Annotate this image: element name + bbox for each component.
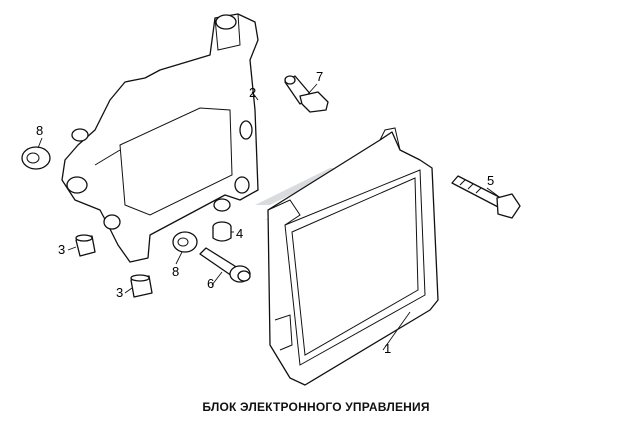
cap-part-4: [212, 198, 232, 242]
stud-part-7: [284, 75, 329, 113]
bracket-plate: [61, 13, 259, 263]
bolt-part-6: [199, 247, 251, 283]
callout-3-lower: 3: [116, 285, 124, 300]
grommet-part-8-center: [172, 231, 198, 253]
callout-8-center: 8: [172, 264, 180, 279]
callout-5: 5: [487, 173, 495, 188]
bolt-part-5: [451, 175, 521, 219]
callout-6: 6: [207, 276, 215, 291]
bushing-part-3-lower: [130, 274, 153, 298]
callout-3-upper: 3: [58, 242, 66, 257]
control-unit-housing: [267, 127, 439, 386]
grommet-part-8-left: [21, 146, 51, 170]
callout-leaders: [37, 83, 499, 351]
callout-8-left: 8: [36, 123, 44, 138]
bushing-part-3-upper: [75, 234, 96, 257]
callout-4: 4: [236, 226, 244, 241]
callout-7: 7: [316, 69, 324, 84]
diagram-caption: БЛОК ЭЛЕКТРОННОГО УПРАВЛЕНИЯ: [202, 400, 430, 414]
callout-2: 2: [249, 85, 257, 100]
callout-1: 1: [384, 341, 392, 356]
